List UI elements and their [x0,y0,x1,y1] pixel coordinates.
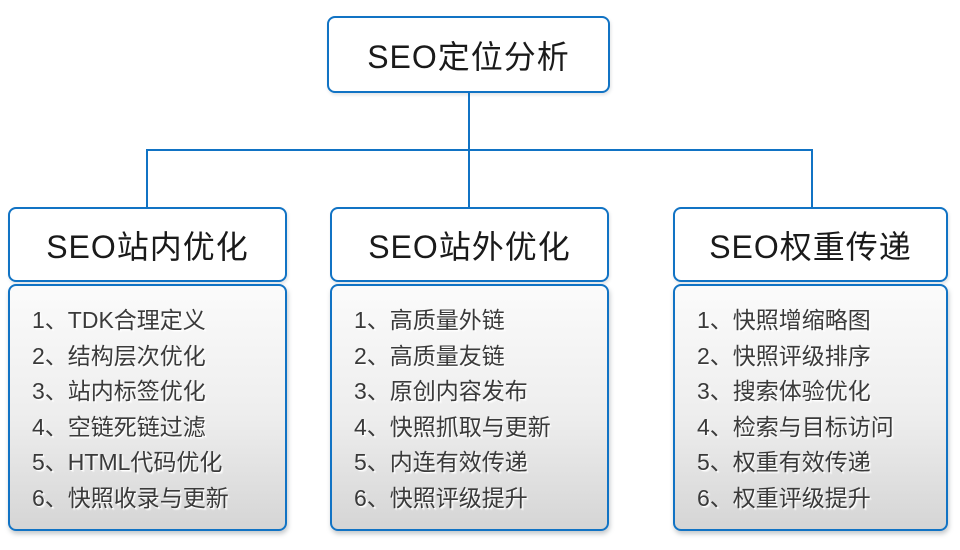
list-item: 3、搜索体验优化 [697,378,871,404]
connector-horizontal [146,149,813,151]
column-onsite-title: SEO站内优化 [46,228,249,265]
column-offsite-header: SEO站外优化 [330,207,609,282]
list-item: 1、快照增缩略图 [697,307,871,333]
list-item: 2、快照评级排序 [697,342,871,369]
connector-left-vertical [146,149,148,207]
column-onsite-header: SEO站内优化 [8,207,287,282]
list-item: 3、站内标签优化 [32,378,206,404]
list-item: 1、高质量外链 [354,307,505,333]
column-offsite-title: SEO站外优化 [368,228,571,265]
list-item: 4、空链死链过滤 [32,413,206,440]
list-item: 6、权重评级提升 [697,484,871,511]
list-item: 4、快照抓取与更新 [354,413,551,440]
list-item: 2、结构层次优化 [32,342,206,369]
column-offsite-body: 1、高质量外链 2、高质量友链 3、原创内容发布 4、快照抓取与更新 5、内连有… [330,284,609,531]
list-item: 4、检索与目标访问 [697,413,894,440]
list-item: 2、高质量友链 [354,342,505,369]
column-onsite-body: 1、TDK合理定义 2、结构层次优化 3、站内标签优化 4、空链死链过滤 5、H… [8,284,287,531]
list-item: 6、快照评级提升 [354,484,528,511]
connector-right-vertical [811,149,813,207]
root-title: SEO定位分析 [367,38,570,75]
list-item: 5、权重有效传递 [697,449,871,475]
column-weight-title: SEO权重传递 [709,228,912,265]
column-weight-header: SEO权重传递 [673,207,948,282]
list-item: 6、快照收录与更新 [32,484,229,511]
root-node: SEO定位分析 [327,16,610,93]
list-item: 5、内连有效传递 [354,449,528,475]
list-item: 5、HTML代码优化 [32,449,223,475]
list-item: 3、原创内容发布 [354,378,528,404]
list-item: 1、TDK合理定义 [32,307,206,333]
column-weight-body: 1、快照增缩略图 2、快照评级排序 3、搜索体验优化 4、检索与目标访问 5、权… [673,284,948,531]
